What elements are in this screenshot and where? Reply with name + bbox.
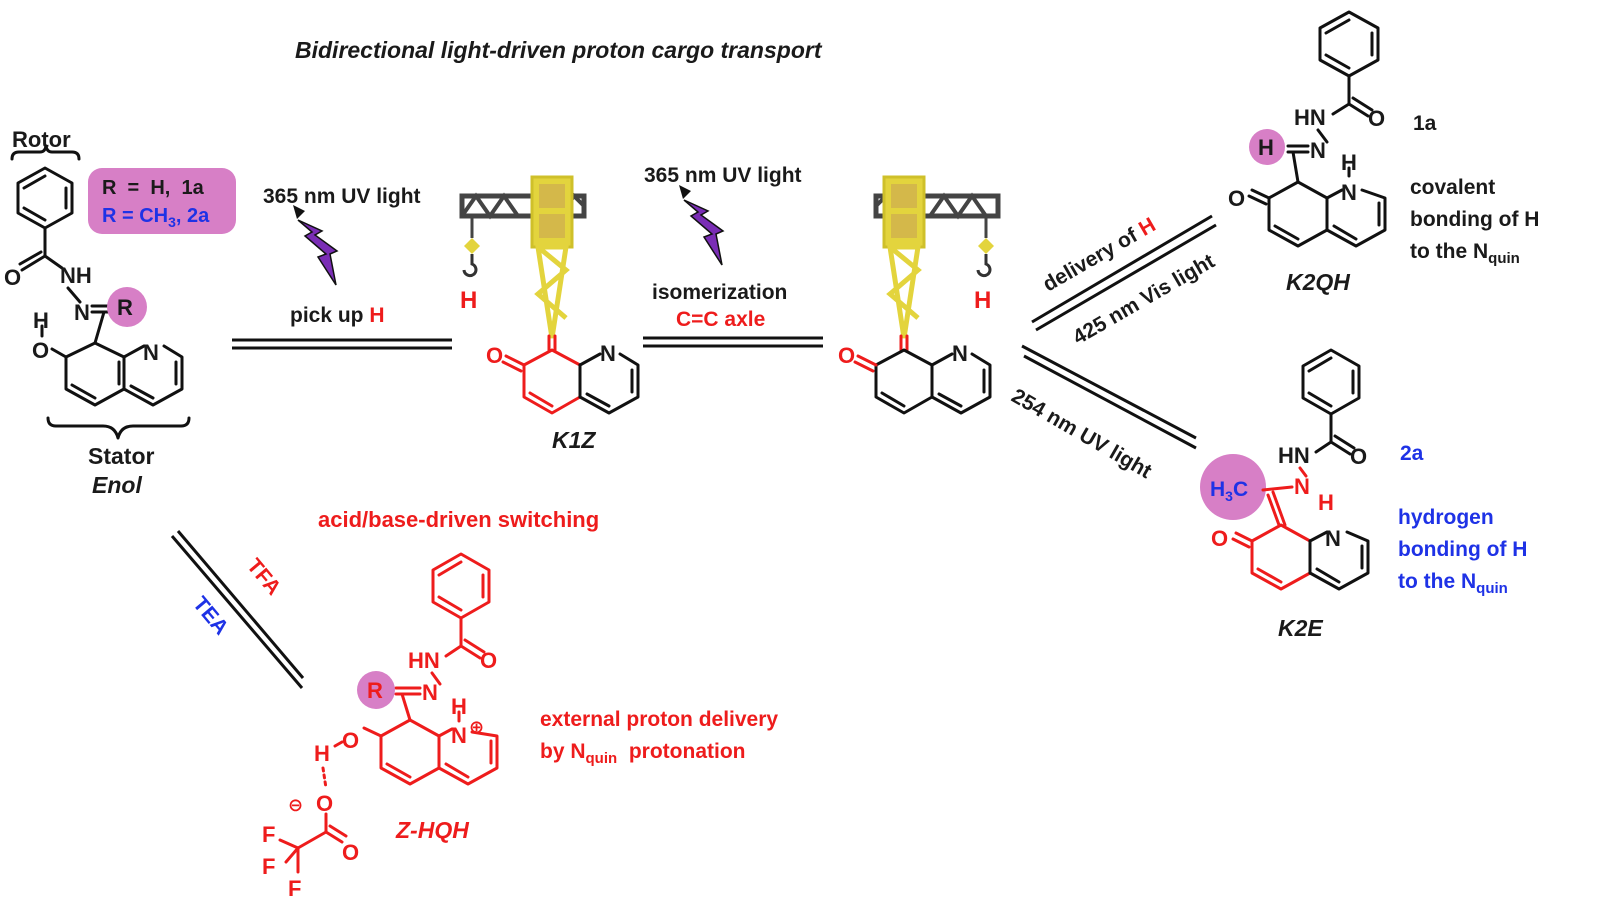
k2qh-o: O [1228,186,1245,211]
uv-label-1: 365 nm UV light [263,185,421,208]
enol-n: N [74,300,90,325]
enol-n-quin: N [143,340,159,365]
ext-line2: by Nquin protonation [540,740,745,767]
k1z-crane [459,175,587,339]
tfa-f2: F [262,854,275,879]
enol-o-phenol: O [32,338,49,363]
covalent-line2: bonding of H [1410,208,1539,231]
isomerization-label: isomerization [652,281,787,304]
enol-r: R [117,295,133,320]
step-254: 254 nm UV light [1008,344,1197,483]
e-n: N [952,341,968,366]
k1z-molecule: O N [486,334,640,415]
tfa-label: TFA [242,554,285,599]
h-highlight-circle [1249,129,1285,165]
k2e-molecule: O HN N H H3C O N [1200,348,1370,591]
k2qh-label: K2QH [1286,269,1350,295]
step-isomerization: 365 nm UV light isomerization C=C axle [643,164,823,348]
lightning-bolt-icon-2 [683,199,725,266]
enol-o-carbonyl: O [4,265,21,290]
zhqh-label: Z-HQH [395,817,469,843]
axle-label: C=C axle [676,308,765,331]
e-cargo-h: H [974,287,991,314]
hbond-line3: to the Nquin [1398,570,1508,597]
uv-label-2: 365 nm UV light [644,164,802,187]
step-pickup: 365 nm UV light pick up H [232,185,452,350]
k2qh-hn: HN [1294,105,1326,130]
hbond-line1: hydrogen [1398,506,1494,529]
e-molecule: O N [838,334,992,415]
zhqh-r: R [367,678,383,703]
zhqh-h-phenol: H [314,741,330,766]
cmp-1a: 1a [1413,112,1437,135]
k1z-n: N [600,341,616,366]
enol-molecule: Rotor O NH N R N [4,127,191,498]
k1z-o: O [486,343,503,368]
k2e-n-quin: N [1325,526,1341,551]
k2e-o-carbonyl: O [1350,444,1367,469]
r-highlight-circle-2 [357,671,395,709]
k2e-hn: HN [1278,443,1310,468]
acidbase-label: acid/base-driven switching [318,507,599,532]
k1z-label: K1Z [552,427,596,453]
covalent-line3: to the Nquin [1410,240,1520,267]
step-delivery: delivery of H 425 nm Vis light [1031,213,1219,349]
enol-h-phenol: H [33,308,49,333]
k2e-n: N [1294,474,1310,499]
k2qh-molecule: O HN N H O N H [1228,10,1387,248]
tfa-f3: F [288,876,301,901]
zhqh-molecule: O HN N R N ⊕ H O H ⊖ O O F F [262,552,499,901]
enol-label: Enol [92,472,142,498]
k2e-label: K2E [1278,615,1323,641]
k2qh-o-carbonyl: O [1368,106,1385,131]
tfa-o: O [342,840,359,865]
k2qh-n-quin: N [1341,180,1357,205]
lightning-bolt-icon [297,219,339,286]
rotor-benzene-ring [16,166,74,230]
tfa-o-minus: O [316,791,333,816]
zhqh-n-quin: N [451,723,467,748]
enol-quinoline [64,341,184,407]
zhqh-h-quin: H [451,694,467,719]
cmp-2a: 2a [1400,442,1424,465]
tfa-f1: F [262,822,275,847]
e-crane [873,175,1001,339]
zhqh-o-carbonyl: O [480,648,497,673]
e-o: O [838,343,855,368]
r-highlight-circle [107,287,147,327]
scheme-title: Bidirectional light-driven proton cargo … [295,37,823,63]
zhqh-o-phenol: O [342,728,359,753]
zhqh-n: N [422,680,438,705]
k2qh-n: N [1310,138,1326,163]
step-acidbase: TFA TEA [170,530,305,689]
uv254-label: 254 nm UV light [1008,384,1156,483]
enol-nh: NH [60,263,92,288]
k2e-h-bonded: H [1318,490,1334,515]
hbond-line2: bonding of H [1398,538,1527,561]
r-group-legend: R = H, 1a R = CH3, 2a [88,168,236,234]
covalent-line1: covalent [1410,176,1495,199]
k2qh-h-quin: H [1341,150,1357,175]
tfa-minus: ⊖ [288,795,303,815]
k2qh-h: H [1258,135,1274,160]
zhqh-hn: HN [408,648,440,673]
ch3-highlight-circle [1200,454,1266,520]
ext-line1: external proton delivery [540,708,778,731]
k1z-cargo-h: H [460,287,477,314]
pickup-label: pick up H [290,304,385,327]
stator-label: Stator [88,443,155,469]
k2e-ch3: H3C [1210,478,1248,504]
legend-line1: R = H, 1a [102,177,205,199]
k2e-o: O [1211,526,1228,551]
legend-line2: R = CH3, 2a [102,205,210,230]
rotor-label: Rotor [12,127,71,152]
